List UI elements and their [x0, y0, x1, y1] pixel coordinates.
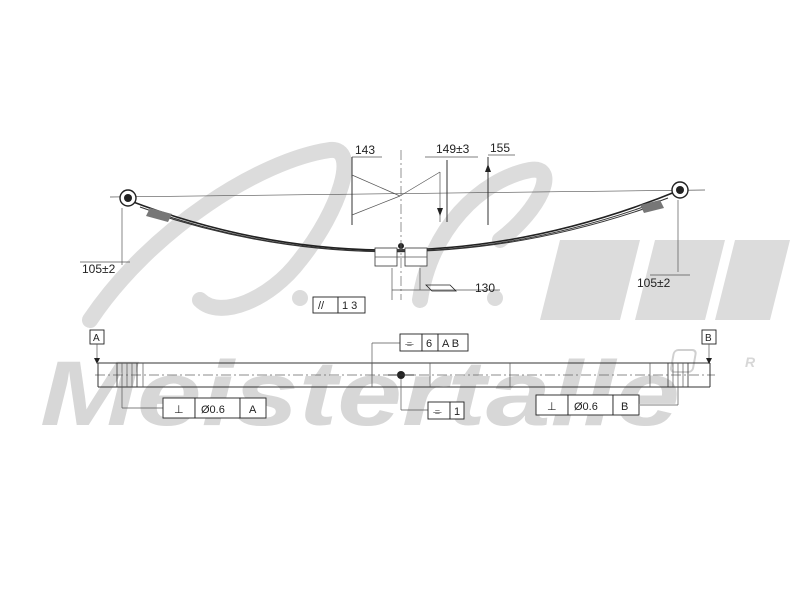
dim-143: 143: [355, 143, 375, 157]
symmetry-frame-bottom: ⌯ 1: [427, 401, 465, 420]
flatness-icon: [425, 284, 457, 292]
symmetry-top-value: 6: [426, 338, 432, 350]
center-bolt-icon: [388, 371, 414, 379]
left-clip-icon: [146, 208, 172, 222]
symmetry-top-ref: A B: [442, 338, 459, 350]
perpendicularity-frame-a: ⊥ Ø0.6 A: [162, 397, 267, 419]
left-eye-icon: [119, 189, 137, 207]
spring-top-view: A B ⌯ 6 A B ⌯ 1: [89, 329, 717, 420]
datum-a: A: [89, 329, 105, 364]
datum-b: B: [701, 329, 717, 364]
left-eye-top-icon: [116, 362, 138, 388]
datum-b-label: B: [705, 333, 712, 344]
right-eye-icon: [671, 181, 689, 199]
registered-mark: R: [745, 354, 756, 370]
perp-a-ref: A: [249, 404, 257, 416]
symmetry-top-symbol: ⌯: [405, 338, 414, 350]
perpendicularity-frame-b: ⊥ Ø0.6 B: [535, 394, 640, 416]
dim-105-left: 105±2: [82, 262, 116, 276]
registered-mark-icon: R: [670, 349, 756, 373]
perp-a-value: Ø0.6: [201, 404, 225, 416]
parallelism-symbol: //: [318, 300, 325, 312]
dim-105-right: 105±2: [637, 276, 671, 290]
perp-b-value: Ø0.6: [574, 401, 598, 413]
perp-a-symbol: ⊥: [174, 404, 184, 416]
watermark-logo-icon: [540, 240, 790, 320]
perp-b-symbol: ⊥: [547, 401, 557, 413]
parallelism-value: 1 3: [342, 300, 357, 312]
center-clamp: [374, 243, 428, 267]
dim-149: 149±3: [436, 142, 470, 156]
symmetry-frame-top: ⌯ 6 A B: [399, 333, 469, 352]
dim-130: 130: [475, 281, 495, 295]
right-clip-icon: [640, 200, 664, 213]
spring-side-view: 143 149±3 155 105±2 105±2 130 // 1 3: [80, 141, 706, 314]
watermark-text: Meistertalle: [40, 343, 680, 445]
datum-a-label: A: [93, 333, 100, 344]
symmetry-bottom-symbol: ⌯: [433, 406, 442, 418]
watermark: Meistertalle R: [40, 142, 790, 445]
perp-b-ref: B: [621, 401, 628, 413]
symmetry-bottom-value: 1: [454, 406, 460, 418]
parallelism-frame: // 1 3: [312, 296, 366, 314]
dim-155: 155: [490, 141, 510, 155]
